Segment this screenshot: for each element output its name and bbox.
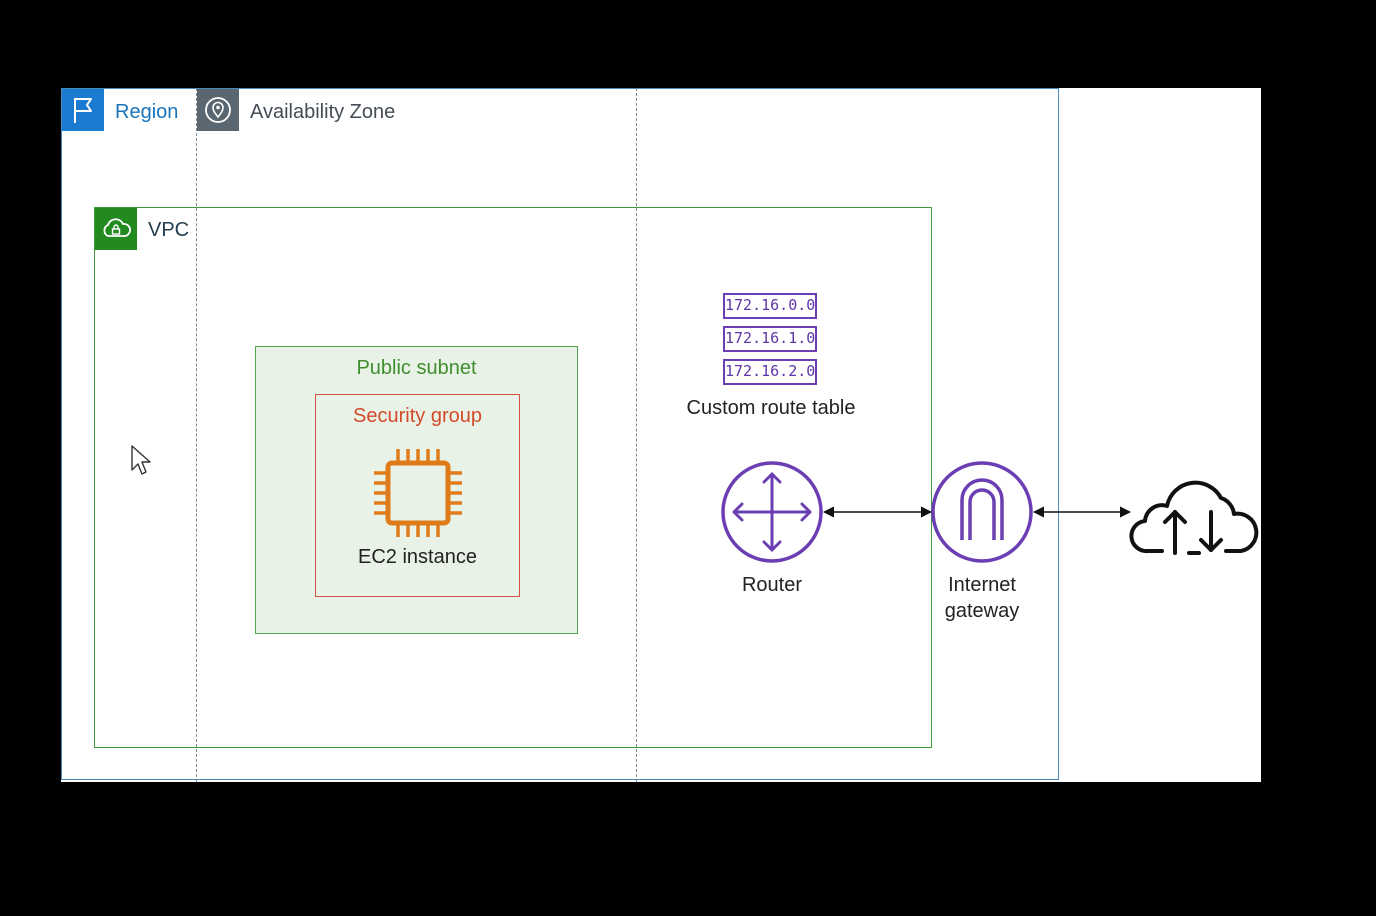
router-arrows-icon bbox=[721, 461, 823, 563]
vpc-label: VPC bbox=[148, 219, 190, 241]
vpc-container: VPC bbox=[94, 207, 932, 748]
diagram-canvas: Region Availability Zone VPC Public subn… bbox=[61, 88, 1261, 782]
flag-icon bbox=[62, 89, 104, 131]
network-connections bbox=[721, 461, 1259, 563]
public-subnet-container: Public subnet Security group bbox=[255, 346, 578, 634]
security-group-container: Security group bbox=[315, 394, 520, 597]
internet-gateway-label-line2: gateway bbox=[944, 600, 1020, 622]
router-label: Router bbox=[741, 574, 803, 596]
route-table-entry: 172.16.2.0 bbox=[723, 359, 817, 385]
route-table-label: Custom route table bbox=[686, 397, 856, 419]
route-table-entry: 172.16.1.0 bbox=[723, 326, 817, 352]
location-pin-icon bbox=[197, 89, 239, 131]
public-subnet-label: Public subnet bbox=[356, 357, 477, 379]
gateway-arch-icon bbox=[931, 461, 1033, 563]
mouse-pointer-icon bbox=[130, 444, 154, 483]
route-table-entry: 172.16.0.0 bbox=[723, 293, 817, 319]
availability-zone-boundary-right bbox=[636, 88, 637, 782]
cloud-upload-download-icon bbox=[1129, 480, 1259, 555]
chip-icon bbox=[368, 443, 468, 548]
region-container: Region Availability Zone bbox=[61, 88, 1059, 780]
internet-gateway-label-line1: Internet bbox=[948, 574, 1016, 596]
availability-zone-boundary-left bbox=[196, 88, 197, 782]
availability-zone-label: Availability Zone bbox=[250, 101, 396, 123]
region-label: Region bbox=[115, 101, 179, 123]
cloud-lock-icon bbox=[95, 208, 137, 250]
ec2-instance-label: EC2 instance bbox=[358, 546, 477, 568]
security-group-label: Security group bbox=[353, 405, 482, 427]
